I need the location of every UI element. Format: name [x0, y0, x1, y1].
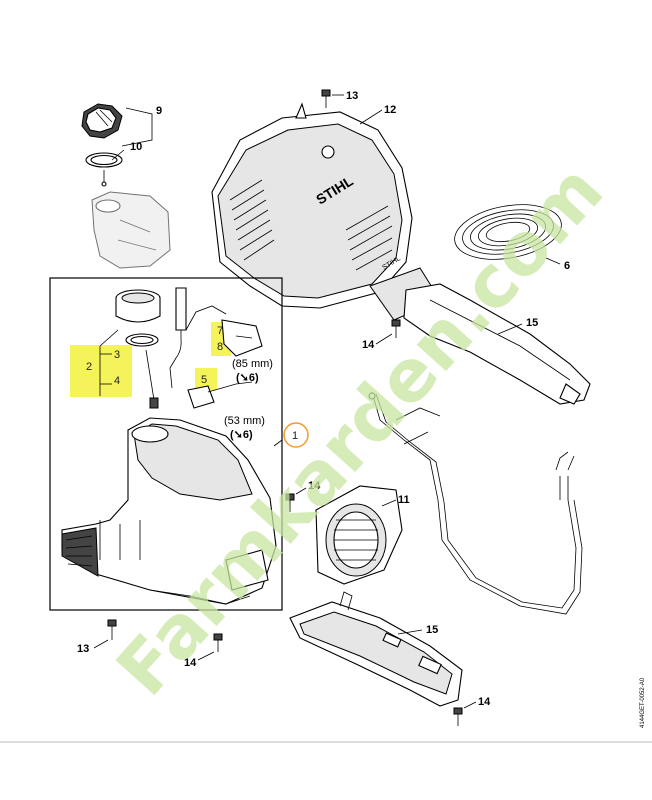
highlight-5 [195, 368, 217, 390]
callout-14-mid: 14 [362, 339, 375, 351]
fuel-pickup [145, 349, 159, 409]
hose-ref-85: (➘6) [236, 372, 259, 384]
lower-handle-shell [289, 591, 463, 707]
engine-cover: STIHL STIHL [211, 102, 441, 321]
cover-vents-right [345, 205, 393, 271]
callout-14-bottom: 14 [184, 657, 197, 669]
callout-9: 9 [156, 105, 162, 117]
bracket-2-3-4 [99, 329, 119, 396]
hose-ref-53: (➘6) [230, 429, 253, 441]
spring-coil [454, 204, 562, 260]
screw-14-mid [391, 319, 401, 338]
callout-11: 11 [398, 494, 410, 506]
callout-8: 8 [217, 341, 223, 353]
cover-vents-left [229, 179, 275, 261]
callout-14-fan: 14 [308, 480, 321, 492]
highlight-2-3-4 [70, 345, 132, 397]
callout-10: 10 [130, 141, 142, 153]
hose-length-53: (53 mm) [224, 415, 265, 427]
callout-2: 2 [86, 361, 92, 373]
screw-13-bottom [107, 619, 117, 640]
tank-cap [115, 289, 161, 347]
drawing-code: 4144GET-0052-A0 [640, 677, 646, 728]
fuel-cap-assembly [81, 103, 153, 187]
fuel-tank [61, 417, 277, 605]
callout-5: 5 [201, 374, 207, 386]
screw-14-fan [285, 493, 295, 512]
callout-15-bottom: 15 [426, 624, 438, 636]
callout-14-bottom-right: 14 [478, 696, 491, 708]
callout-7: 7 [217, 325, 223, 337]
tank-assembly-frame [49, 277, 283, 611]
callout-1-circle [283, 422, 309, 448]
fuel-lines [169, 287, 263, 409]
rear-handle [403, 283, 591, 405]
screw-14-bottom [213, 633, 223, 652]
ghost-tank-outline [91, 191, 171, 269]
callout-13-top: 13 [346, 90, 358, 102]
callout-3: 3 [114, 349, 120, 361]
hose-length-85: (85 mm) [232, 358, 273, 370]
callout-1: 1 [292, 430, 298, 442]
callout-12: 12 [384, 104, 396, 116]
screw-13-top [321, 89, 331, 108]
fan-housing [315, 485, 403, 585]
callout-13-bottom: 13 [77, 643, 89, 655]
throttle-cable [368, 391, 583, 615]
callout-4: 4 [114, 375, 120, 387]
callout-6-right: 6 [564, 260, 570, 272]
callout-15-right: 15 [526, 317, 538, 329]
screw-14-bottom-right [453, 707, 463, 726]
